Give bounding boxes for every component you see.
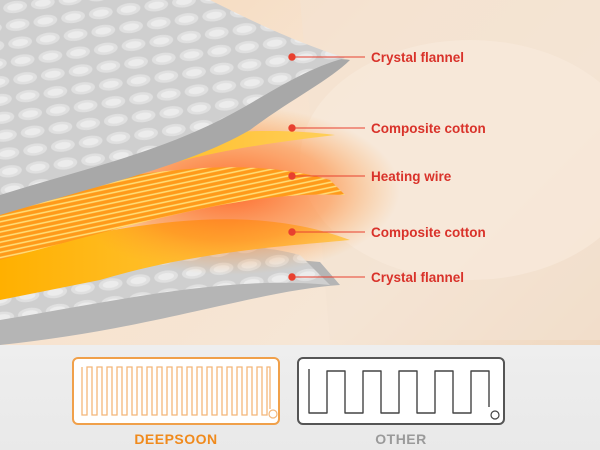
other-label: OTHER <box>375 431 427 447</box>
label-composite-cotton-top: Composite cotton <box>371 121 486 136</box>
other-wire-panel <box>297 357 505 425</box>
deepsoon-label: DEEPSOON <box>134 431 218 447</box>
sparse-wire-pattern <box>308 369 500 420</box>
dense-wire-pattern <box>81 366 278 419</box>
wire-comparison-section: DEEPSOON OTHER <box>0 345 600 450</box>
layer-illustration <box>0 0 600 345</box>
label-composite-cotton-bottom: Composite cotton <box>371 225 486 240</box>
deepsoon-wire-panel <box>72 357 280 425</box>
label-crystal-flannel-bottom: Crystal flannel <box>371 270 465 285</box>
heating-wire-layer <box>0 167 345 260</box>
label-heating-wire: Heating wire <box>371 169 452 184</box>
product-cross-section-scene: Crystal flannel Composite cotton Heating… <box>0 0 600 345</box>
top-flannel-layer <box>0 0 345 195</box>
label-crystal-flannel-top: Crystal flannel <box>371 50 465 65</box>
